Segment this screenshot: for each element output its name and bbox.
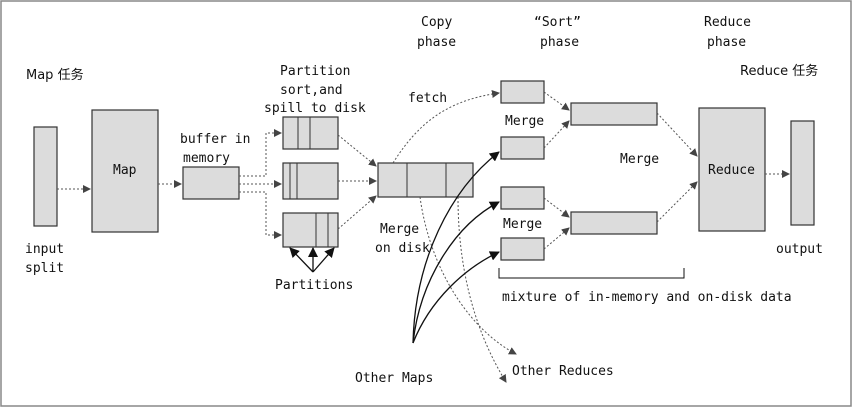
mixture-bracket: [498, 268, 685, 279]
merge-on-disk-label-line2: on disk: [375, 241, 430, 256]
reduce-phase-heading-line1: Reduce: [704, 15, 751, 30]
reduce-box: [698, 107, 766, 232]
partition-label-line2: sort,and: [280, 83, 343, 98]
buffer-label-line1: buffer in: [180, 132, 250, 147]
merge-label-top: Merge: [505, 114, 544, 129]
input-split-box: [33, 126, 58, 227]
reduce-phase-heading-line2: phase: [707, 35, 746, 50]
partition-label-line1: Partition: [280, 64, 350, 79]
merge-label-middle: Merge: [620, 152, 659, 167]
other-maps-label: Other Maps: [355, 371, 433, 386]
partition-label-line3: spill to disk: [264, 101, 366, 116]
copy-box-1: [500, 80, 545, 104]
map-task-heading: Map 任务: [26, 67, 84, 83]
merge-on-disk-label-line1: Merge: [380, 222, 419, 237]
output-label: output: [776, 242, 823, 257]
reduce-label: Reduce: [708, 163, 755, 178]
other-maps-arrows: [412, 151, 500, 344]
input-split-label-line2: split: [25, 261, 64, 276]
fetch-label: fetch: [408, 91, 447, 106]
copy-box-2: [500, 136, 545, 160]
buffer-box: [182, 166, 240, 200]
mixture-label: mixture of in-memory and on-disk data: [502, 290, 792, 305]
spill-box-middle: [282, 162, 339, 200]
sort-phase-heading-line1: “Sort”: [534, 15, 581, 30]
output-box: [790, 120, 815, 226]
copy-box-3: [500, 186, 545, 210]
buffer-label-line2: memory: [183, 151, 230, 166]
merge-label-bottom: Merge: [503, 217, 542, 232]
copy-phase-heading-line1: Copy: [421, 15, 452, 30]
partitions-label: Partitions: [275, 278, 353, 293]
dotted-flow-arrows: [57, 90, 790, 383]
map-label: Map: [113, 163, 137, 178]
reduce-task-heading: Reduce 任务: [740, 63, 818, 79]
other-reduces-label: Other Reduces: [512, 364, 614, 379]
copy-phase-heading-line2: phase: [417, 35, 456, 50]
merged-box-bottom: [570, 211, 658, 235]
copy-box-4: [500, 237, 545, 261]
merged-box-top: [570, 102, 658, 126]
map-box: [91, 109, 159, 233]
spill-box-bottom: [282, 212, 339, 248]
partitions-arrows: [289, 247, 335, 273]
input-split-label-line1: input: [25, 242, 64, 257]
sort-phase-heading-line2: phase: [540, 35, 579, 50]
merge-on-disk-box: [377, 162, 474, 198]
spill-box-top: [282, 116, 339, 150]
